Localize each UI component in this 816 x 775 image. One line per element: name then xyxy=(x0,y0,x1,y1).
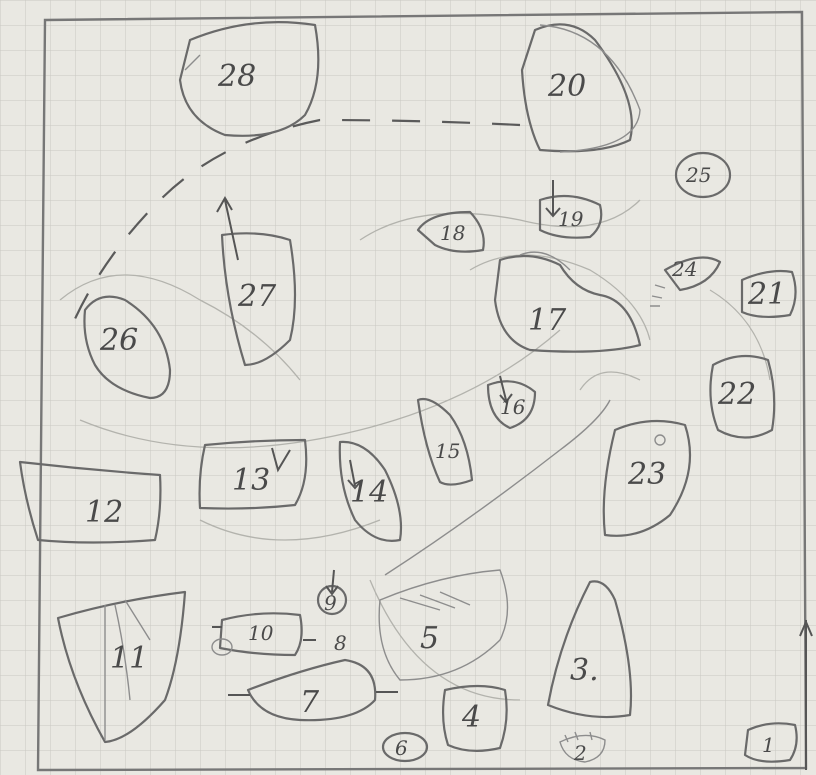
stone-label: 6 xyxy=(395,736,408,760)
stone-label: 4 xyxy=(461,700,481,735)
stone-label: 12 xyxy=(85,495,123,530)
stone-label: 3. xyxy=(570,653,599,688)
stone-label: 28 xyxy=(217,59,256,94)
stone-label: 23 xyxy=(627,457,666,492)
stone-label: 1 xyxy=(762,733,775,757)
stone-label: 21 xyxy=(747,277,786,312)
stone-label: 8 xyxy=(334,631,347,655)
stone-label: 24 xyxy=(671,257,697,281)
stone-label: 14 xyxy=(350,475,388,510)
stone-label: 5 xyxy=(420,621,439,656)
stone-label: 19 xyxy=(558,207,584,231)
stone-label: 17 xyxy=(528,303,567,338)
stone-label: 15 xyxy=(435,439,460,463)
stone-label: 11 xyxy=(110,641,148,676)
stone-label: 16 xyxy=(500,395,526,419)
stone-label: 2 xyxy=(573,741,587,765)
stone-label: 20 xyxy=(547,69,586,104)
stone-label: 27 xyxy=(237,279,277,314)
stone-8: 8 xyxy=(334,631,347,655)
stone-label: 26 xyxy=(99,323,138,358)
stone-label: 22 xyxy=(717,377,756,412)
stone-label: 7 xyxy=(300,685,320,720)
stone-label: 13 xyxy=(232,463,270,498)
stone-label: 9 xyxy=(324,591,337,615)
stone-label: 25 xyxy=(685,163,711,187)
stone-label: 10 xyxy=(248,621,274,645)
stone-label: 18 xyxy=(440,221,465,245)
